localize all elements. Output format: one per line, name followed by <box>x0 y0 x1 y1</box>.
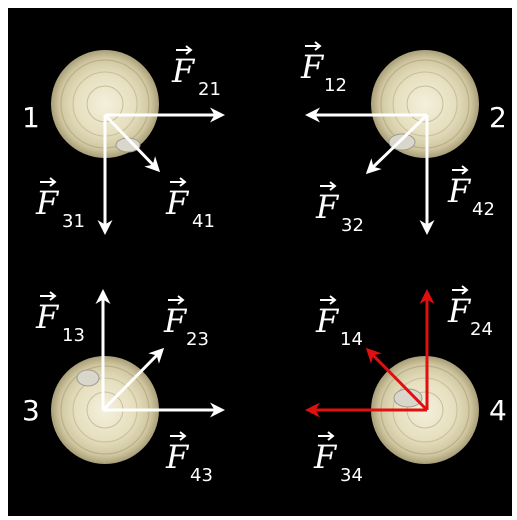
svg-text:F: F <box>447 172 472 210</box>
svg-text:24: 24 <box>470 319 493 340</box>
arrow-f23 <box>101 347 165 412</box>
svg-text:F: F <box>165 184 190 222</box>
svg-text:F: F <box>313 438 338 476</box>
svg-text:31: 31 <box>62 211 85 232</box>
svg-text:43: 43 <box>190 465 213 486</box>
svg-text:F: F <box>35 184 60 222</box>
label-f13: F 13 <box>35 291 85 346</box>
svg-text:34: 34 <box>340 465 363 486</box>
can-2 <box>371 50 479 158</box>
svg-text:F: F <box>163 302 188 340</box>
label-f42: F 42 <box>447 165 495 220</box>
svg-text:42: 42 <box>472 199 495 220</box>
label-f41: F 41 <box>165 177 215 232</box>
svg-text:F: F <box>300 48 325 86</box>
svg-text:F: F <box>35 298 60 336</box>
svg-text:14: 14 <box>340 329 363 350</box>
svg-text:F: F <box>165 438 190 476</box>
label-f32: F 32 <box>315 181 364 236</box>
svg-text:F: F <box>315 188 340 226</box>
svg-text:23: 23 <box>186 329 209 350</box>
label-f31: F 31 <box>35 177 85 232</box>
svg-text:F: F <box>315 302 340 340</box>
svg-text:F: F <box>447 292 472 330</box>
body-label-2: 2 <box>489 101 507 134</box>
arrow-f32 <box>365 113 429 175</box>
label-f14: F 14 <box>315 295 363 350</box>
svg-text:13: 13 <box>62 325 85 346</box>
label-f12: F 12 <box>300 41 347 96</box>
label-f24: F 24 <box>447 285 493 340</box>
svg-text:21: 21 <box>198 79 221 100</box>
label-f43: F 43 <box>165 431 213 486</box>
body-label-4: 4 <box>489 394 507 427</box>
body-label-3: 3 <box>22 394 40 427</box>
label-f34: F 34 <box>313 431 363 486</box>
body-label-1: 1 <box>22 101 40 134</box>
arrow-f14 <box>365 347 429 412</box>
label-f21: F 21 <box>171 45 221 100</box>
svg-text:41: 41 <box>192 211 215 232</box>
svg-text:12: 12 <box>324 75 347 96</box>
label-f23: F 23 <box>163 295 209 350</box>
svg-text:32: 32 <box>341 215 364 236</box>
svg-text:F: F <box>171 52 196 90</box>
arrow-f41 <box>103 113 161 173</box>
